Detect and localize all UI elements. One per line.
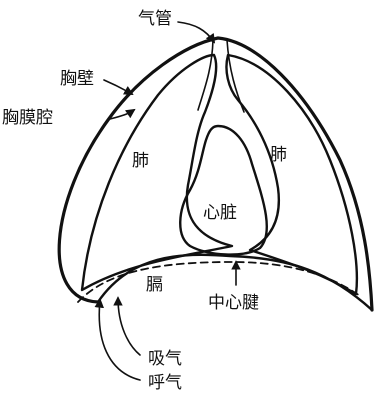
central-tendon-label: 中心腱 <box>208 293 259 313</box>
pleural-cavity-label: 胸膜腔 <box>2 108 53 128</box>
chest-wall-label: 胸壁 <box>60 69 94 89</box>
exhale-label: 呼气 <box>148 373 182 393</box>
diaphragm-label: 膈 <box>146 275 163 295</box>
bronchi-right <box>227 40 244 112</box>
heart-label: 心脏 <box>203 203 237 223</box>
lung-right-outline <box>226 55 356 294</box>
lung-right-label: 肺 <box>270 145 287 165</box>
inhale-label: 吸气 <box>148 349 182 369</box>
trachea-label: 气管 <box>138 9 172 29</box>
inhale-arrow <box>118 298 140 355</box>
chest-wall-leader <box>104 80 132 94</box>
lung-left-label: 肺 <box>132 151 149 171</box>
heart-outline <box>180 126 267 255</box>
